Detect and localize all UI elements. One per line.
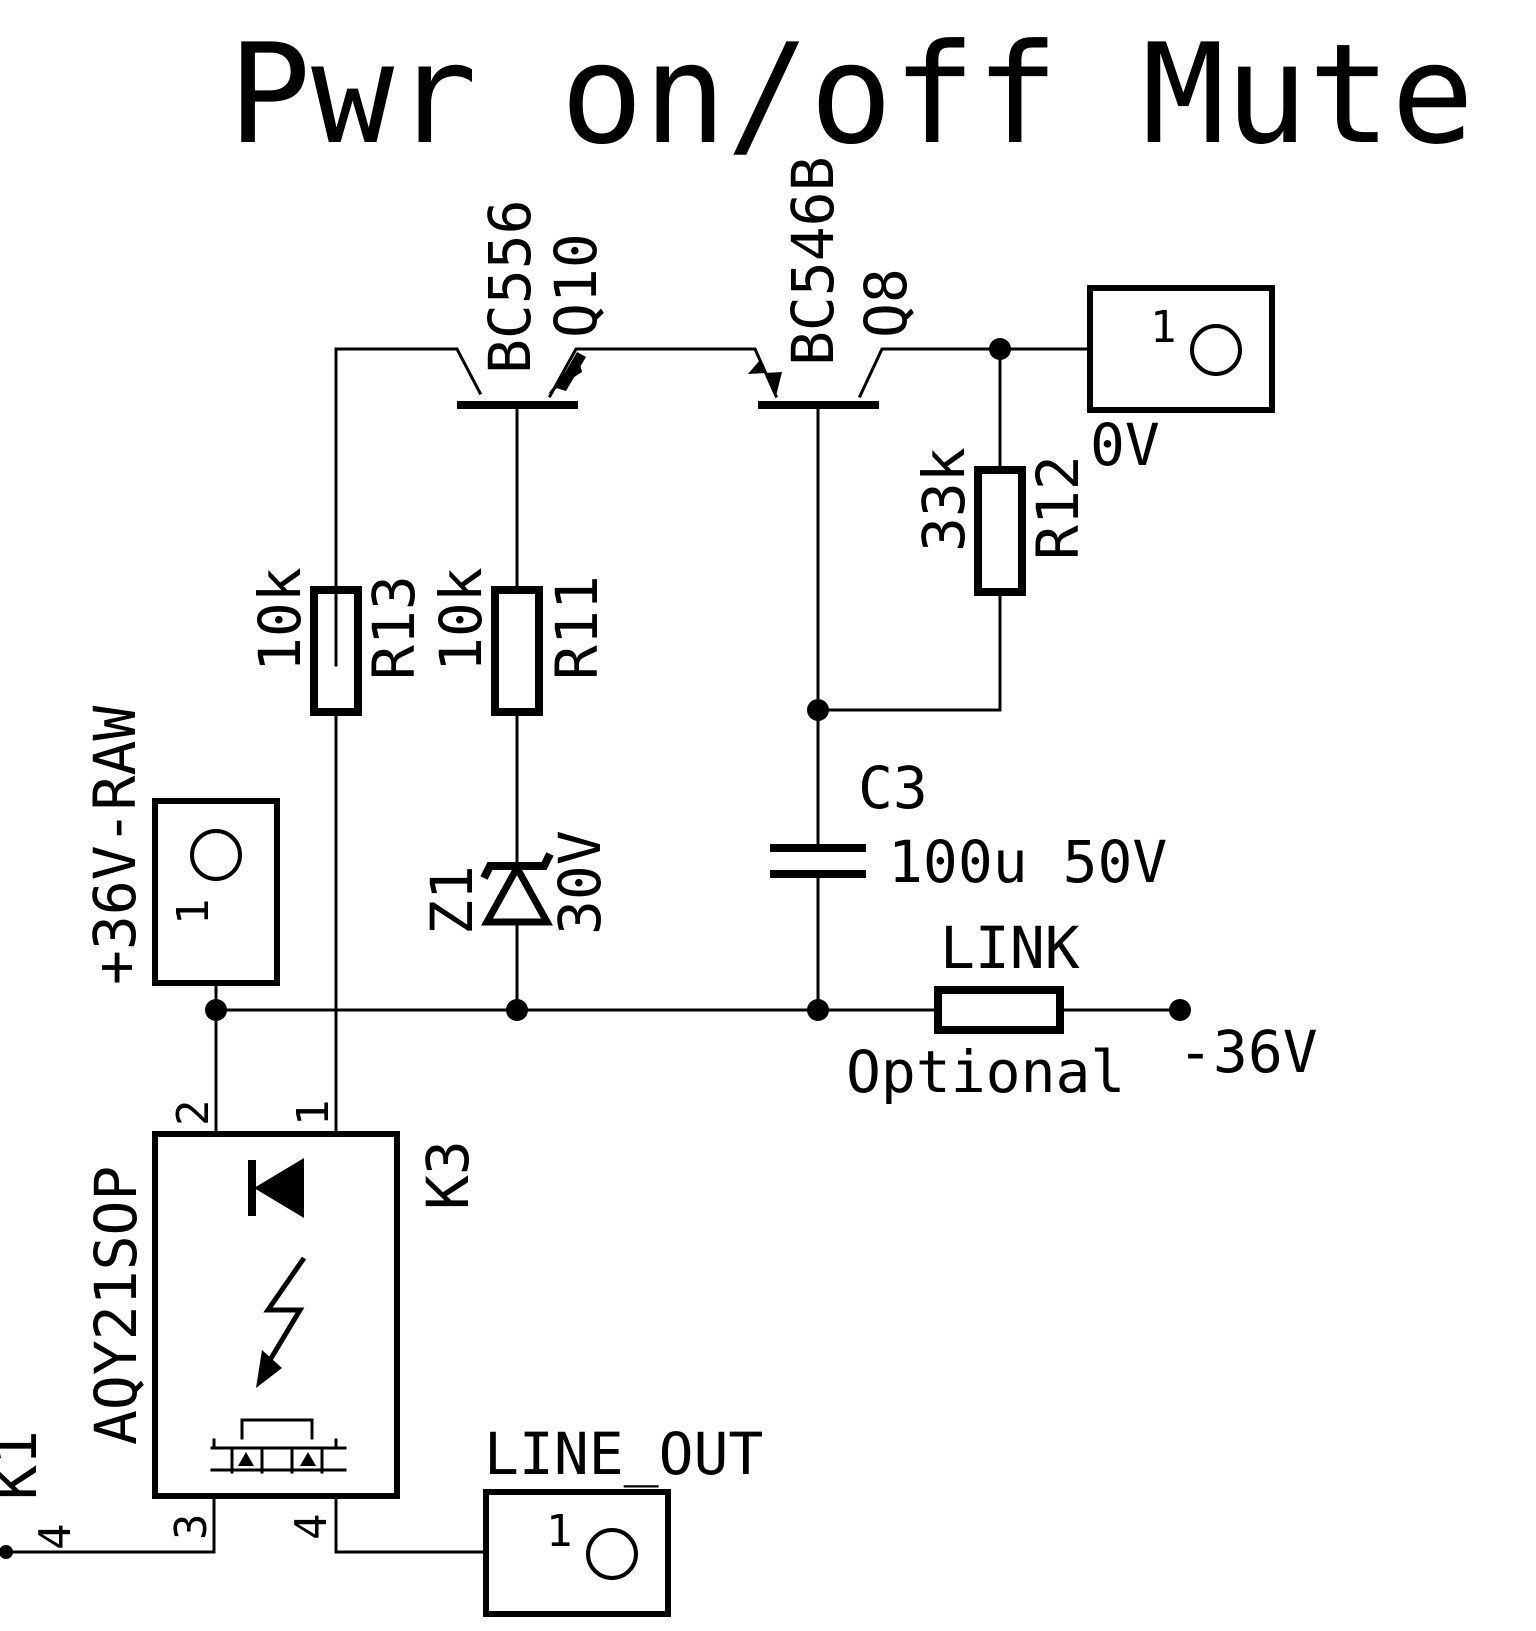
r11-ref-label: R11	[543, 575, 611, 680]
conn-0v-box	[1087, 285, 1275, 413]
conn-plus36-pin-label: 1	[168, 899, 219, 926]
conn-plus36-pin-icon	[190, 829, 242, 881]
junction-0v	[989, 338, 1011, 360]
junctions	[0, 338, 1191, 1559]
r13-ref-label: R13	[360, 575, 428, 680]
r13-value-label: 10k	[246, 567, 314, 672]
junction-plus36-bus	[205, 999, 227, 1021]
connector-0v: 1 0V	[1087, 285, 1275, 479]
q10-ref-label: Q10	[542, 233, 610, 338]
connector-plus36: 1 +36V-RAW	[81, 706, 280, 986]
junction-k1	[0, 1545, 13, 1559]
conn-0v-pin-label: 1	[1150, 302, 1177, 353]
c3-value-label: 100u 50V	[888, 828, 1167, 896]
link-jumper: LINK Optional	[846, 914, 1125, 1106]
k3-led-icon	[254, 1158, 304, 1218]
q8-emitter-arrow-icon	[748, 360, 782, 396]
q10-arrowhead-icon	[548, 356, 582, 394]
conn-lineout-box	[483, 1489, 671, 1617]
k3-ref-label: K3	[414, 1140, 482, 1210]
diagram-title: Pwr on/off Mute	[228, 14, 1474, 175]
junction-minus36	[1169, 999, 1191, 1021]
transistor-q10: BC556 Q10	[457, 199, 610, 409]
z1-triangle-icon	[481, 860, 553, 926]
conn-lineout-net-label: LINE_OUT	[484, 1420, 763, 1488]
transistor-q8: BC546B Q8	[748, 156, 920, 409]
k1-pin-label: 4	[30, 1524, 81, 1551]
k3-part-label: AQY21SOP	[82, 1166, 150, 1445]
capacitor-c3: C3 100u 50V	[770, 754, 1167, 896]
connector-k1: K1 4	[0, 1430, 81, 1550]
r11-value-label: 10k	[427, 567, 495, 672]
conn-plus36-net-label: +36V-RAW	[81, 706, 149, 985]
k3-lightning-icon	[261, 1256, 307, 1372]
r12-body	[974, 466, 1026, 596]
minus36-net-label: -36V	[1178, 1018, 1318, 1086]
conn-0v-net-label: 0V	[1090, 411, 1160, 479]
z1-value-label: 30V	[546, 830, 614, 935]
k3-pin1-label: 1	[288, 1100, 339, 1127]
wire-r12-q8-base	[816, 590, 1002, 712]
r12-ref-label: R12	[1024, 455, 1092, 560]
k3-lightning-arrow-icon	[256, 1350, 282, 1388]
z1-cathode-bar	[480, 852, 554, 880]
junction-c3-bus	[807, 999, 829, 1021]
r11-body	[491, 586, 543, 716]
k3-mosfet-arrow2-icon	[300, 1452, 316, 1466]
z1-ref-label: Z1	[418, 865, 486, 935]
junction-z1-bus	[506, 999, 528, 1021]
resistor-r13: 10k R13	[246, 567, 428, 716]
resistor-r11: 10k R11	[427, 567, 611, 716]
conn-0v-pin-icon	[1190, 324, 1242, 376]
q8-ref-label: Q8	[852, 268, 920, 338]
q10-type-label: BC556	[476, 199, 544, 374]
wire-r13-q10-collector	[334, 347, 483, 667]
k3-mosfet-gate	[240, 1418, 314, 1440]
link-note-label: Optional	[846, 1038, 1125, 1106]
resistor-r12: 33k R12	[910, 447, 1092, 596]
conn-lineout-pin-icon	[586, 1528, 638, 1580]
junction-q8-base	[807, 699, 829, 721]
k3-pin2-label: 2	[168, 1100, 219, 1127]
relay-k3: AQY21SOP K3 2 1 3 4	[82, 1100, 482, 1541]
k1-ref-label: K1	[0, 1430, 50, 1500]
wire-q8-collector-0v	[858, 347, 1092, 398]
link-ref-label: LINK	[940, 914, 1080, 982]
link-body	[934, 986, 1064, 1034]
zener-z1: Z1 30V	[418, 830, 614, 935]
r13-body	[310, 586, 362, 716]
q8-type-label: BC546B	[779, 156, 847, 366]
k3-mosfet-arrow1-icon	[238, 1452, 254, 1466]
conn-lineout-pin-label: 1	[546, 1506, 573, 1557]
k3-pin3-label: 3	[166, 1514, 217, 1541]
conn-plus36-box	[152, 798, 280, 986]
connector-line-out: 1 LINE_OUT	[483, 1420, 763, 1617]
r12-value-label: 33k	[910, 447, 978, 552]
k3-pin4-label: 4	[286, 1514, 337, 1541]
c3-ref-label: C3	[858, 754, 928, 822]
